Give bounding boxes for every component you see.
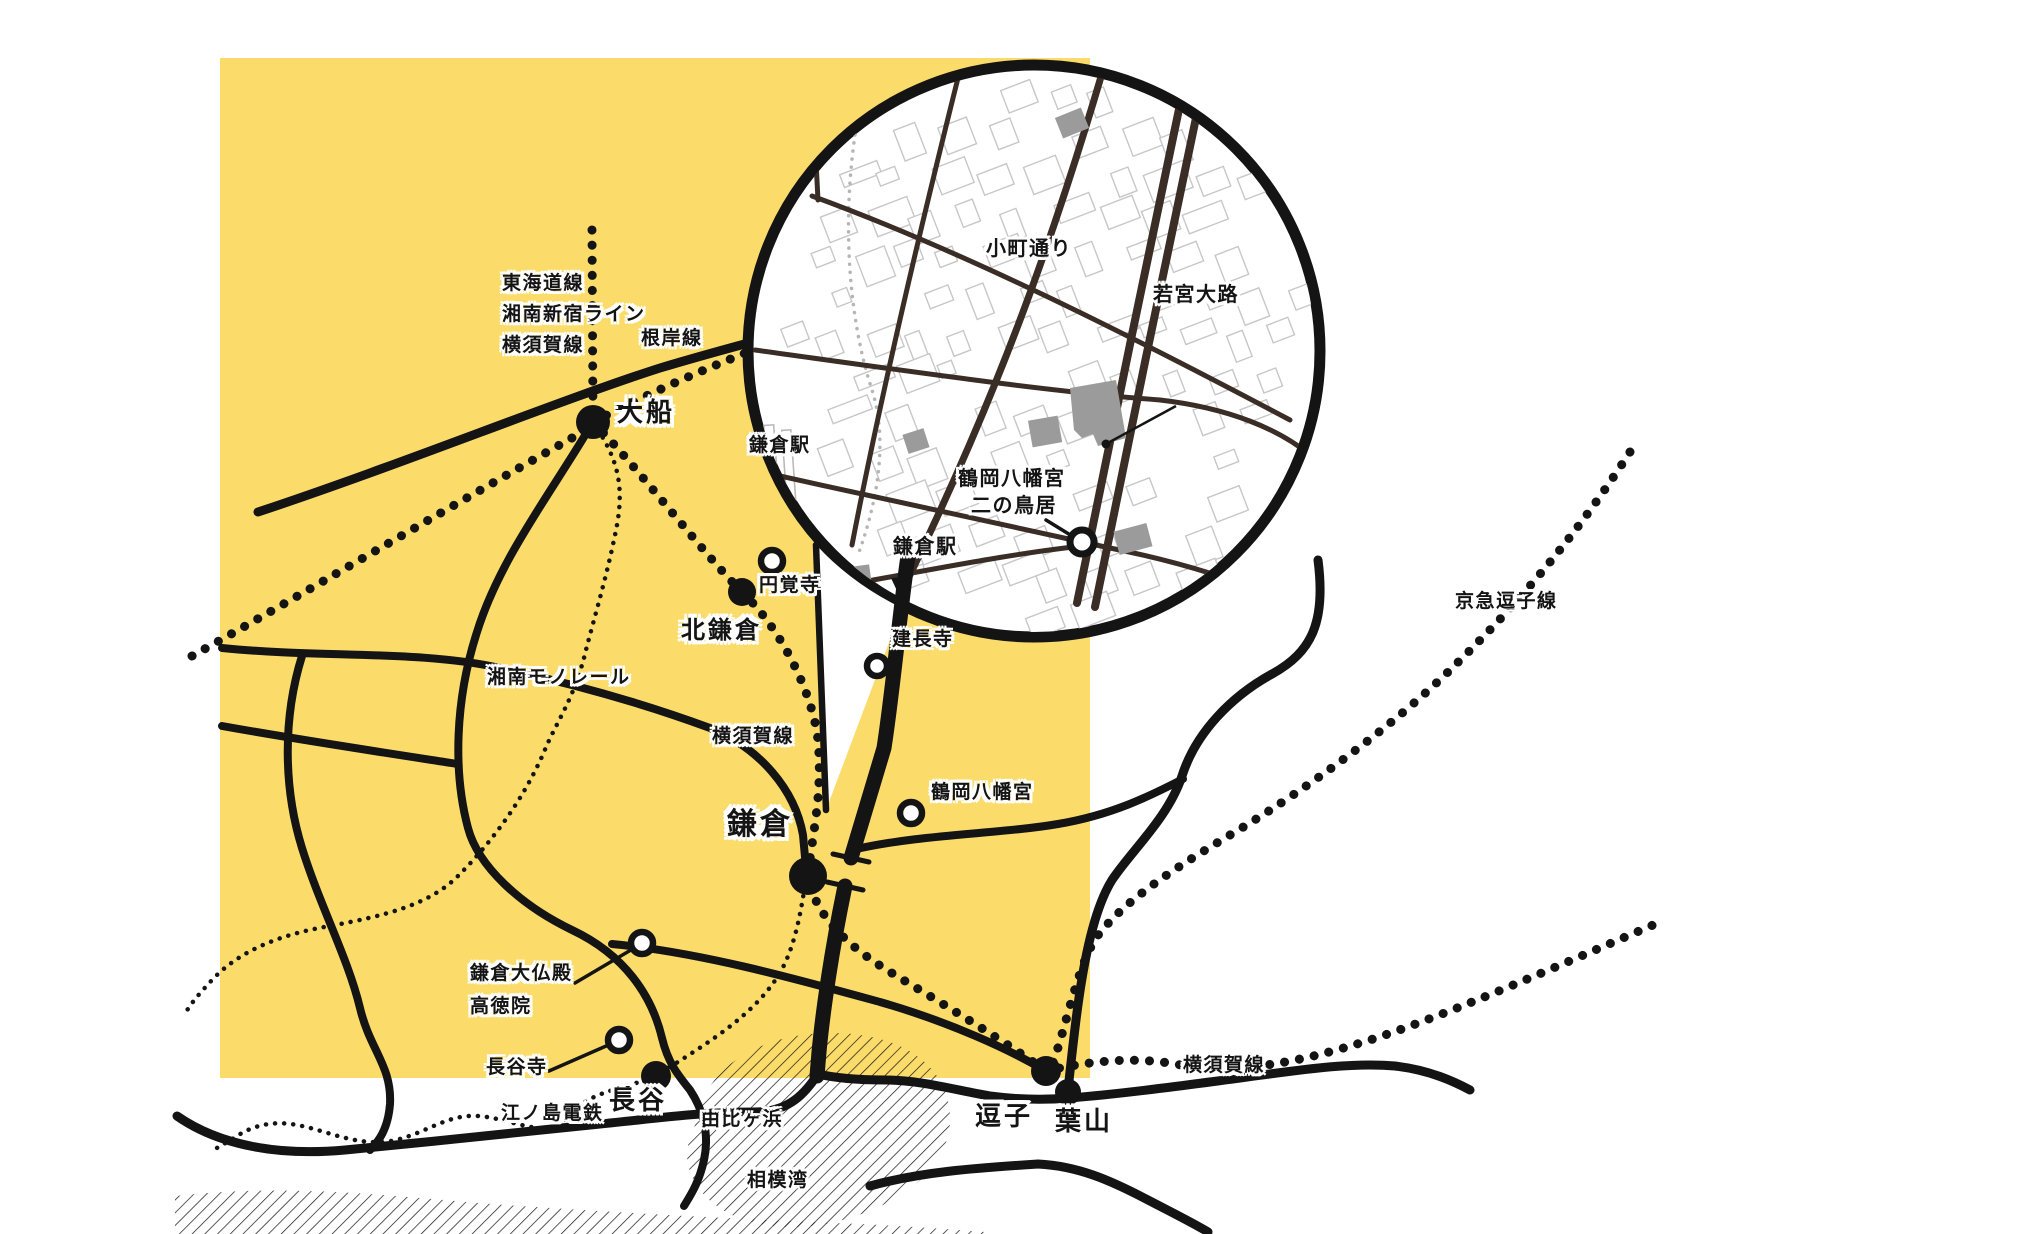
hachimangu-label: 鶴岡八幡宮: [931, 782, 1034, 803]
sagami-bay-label: 相模湾: [747, 1170, 809, 1191]
leader-lines: [547, 518, 1074, 1073]
enoden-line-label: 江ノ島電鉄: [501, 1103, 604, 1124]
yokosuka-north-dotted: [587, 225, 598, 427]
zushi-station-dot: [1031, 1056, 1061, 1086]
dotted-railways: [187, 225, 1665, 1076]
kita-kamakura-station-label: 北鎌倉: [681, 617, 762, 644]
tokaido-west-dotted: [187, 433, 577, 661]
komachi-dori-label: 小町通り: [986, 238, 1072, 260]
daibutsu-label-line1: 鎌倉大仏殿: [470, 963, 573, 984]
komachi-dori-street: [901, 70, 1107, 589]
ninotorii-label-line2: 二の鳥居: [971, 495, 1057, 517]
engakuji-label: 円覚寺: [759, 575, 821, 596]
kamakura-station-west-label: 鎌倉駅: [749, 435, 811, 456]
fine-dotted-railways: [183, 419, 809, 1155]
zushi-station-label: 逗子: [975, 1101, 1034, 1131]
kamakura-station-label: 鎌倉: [727, 808, 793, 841]
tokaido-trunk-line: [253, 337, 757, 517]
hachimangu-marker: [896, 798, 926, 828]
hayama-label: 葉山: [1055, 1106, 1114, 1136]
enoden-dotted: [207, 875, 809, 1155]
wakamiya-oji-label: 若宮大路: [1153, 284, 1239, 306]
shonan-monorail-label: 湘南モノレール: [487, 667, 631, 688]
yokosuka-line-label-east: 横須賀線: [1183, 1055, 1266, 1076]
ofuna-station-label: 大船: [617, 397, 676, 427]
hasedera-label: 長谷寺: [486, 1057, 548, 1078]
wakamiya-avenue: [809, 548, 916, 1084]
yokosuka-line-label-nw: 横須賀線: [502, 335, 585, 356]
negishi-dotted: [588, 347, 753, 427]
landmark-markers: [604, 546, 926, 1055]
ninotorii-label-line1: 鶴岡八幡宮: [958, 468, 1066, 490]
daibutsu-label-line2: 高徳院: [470, 996, 532, 1017]
yokosuka-line-label-mid: 横須賀線: [712, 726, 795, 747]
magnifier-tail: [816, 545, 902, 810]
shrine-leader: [1101, 404, 1177, 449]
kamakura-station-dot: [789, 857, 827, 895]
roads: [172, 418, 1475, 1234]
kamakura-station-south-label: 鎌倉駅: [893, 536, 958, 558]
wakamiya-oji-street-east: [1091, 70, 1210, 611]
hase-station-label: 長谷: [609, 1085, 668, 1115]
kita-kamakura-station-dot: [728, 578, 756, 606]
station-markers: [576, 405, 1081, 1105]
yokosuka-main-dotted: [588, 417, 1665, 1076]
negishi-line-label: 根岸線: [641, 328, 703, 349]
kenchoji-marker: [863, 652, 891, 680]
tail-edge-left: [812, 541, 830, 814]
engakuji-marker: [757, 546, 787, 576]
keikyu-zushi-line-label: 京急逗子線: [1455, 591, 1558, 612]
ofuna-station-dot: [576, 405, 610, 439]
wakamiya-oji-street-west: [1073, 70, 1192, 607]
daibutsu-marker: [627, 928, 657, 958]
shonan-shinjuku-line-label: 湘南新宿ライン: [502, 304, 646, 325]
hase-station-dot: [641, 1061, 671, 1091]
kenchoji-label: 建長寺: [892, 629, 954, 650]
hachimangu-building: [1070, 380, 1126, 446]
yuigahama-label: 由比ヶ浜: [701, 1109, 784, 1130]
ninotorii-marker: [1066, 526, 1098, 558]
tokaido-line-label: 東海道線: [502, 273, 585, 294]
keikyu-zushi-dotted: [1047, 447, 1635, 1071]
magnifier-interior: [753, 70, 1315, 632]
kamakura-station-arrow: [891, 559, 906, 593]
shonan-monorail-dotted: [183, 419, 622, 1015]
hayama-dot: [1055, 1079, 1081, 1105]
hasedera-marker: [604, 1025, 634, 1055]
